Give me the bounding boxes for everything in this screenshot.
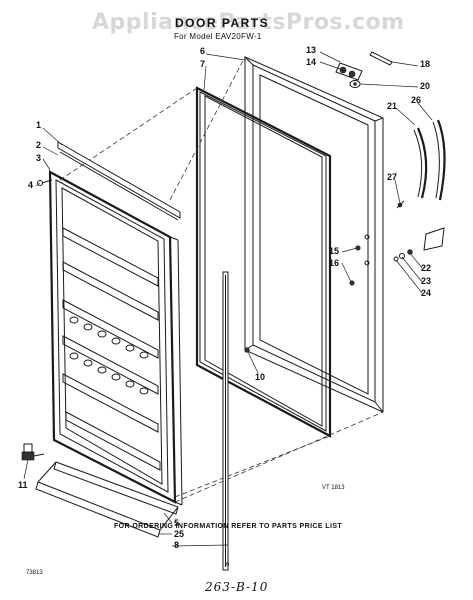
callout-24: 24 [421, 288, 432, 298]
watermark: AppliancePartsPros.com [92, 10, 405, 35]
callout-7: 7 [200, 59, 206, 69]
door-gasket [195, 86, 332, 438]
callout-4: 4 [28, 180, 34, 190]
callout-8: 8 [174, 540, 180, 550]
diagram-title: DOOR PARTS [175, 16, 270, 30]
callout-15: 15 [329, 246, 340, 256]
page-number: 6 [226, 562, 230, 568]
callout-26: 26 [411, 95, 422, 105]
door-shelves [62, 227, 161, 471]
callout-20: 20 [420, 81, 431, 91]
outer-door-panel [244, 56, 384, 413]
gasket-fastener [244, 347, 250, 353]
callout-27: 27 [387, 172, 398, 182]
model-subtitle: For Model EAV20FW-1 [174, 32, 262, 41]
callout-11: 11 [18, 480, 28, 490]
drawing-id: VT 1813 [322, 485, 345, 491]
upper-hinge-hardware [335, 51, 393, 88]
callout-16: 16 [329, 258, 340, 268]
inner-door-liner [48, 170, 183, 506]
callout-18: 18 [420, 59, 431, 69]
bottom-hinge-bracket [21, 443, 45, 461]
bottom-kick-plate [35, 461, 179, 538]
callout-leader-lines [23, 51, 433, 547]
callout-22: 22 [421, 263, 432, 273]
top-trim-strip [37, 141, 181, 221]
callout-13: 13 [306, 45, 317, 55]
callout-10: 10 [255, 372, 266, 382]
breaker-strip [222, 271, 229, 571]
door-handle-assembly [396, 119, 446, 209]
callout-23: 23 [421, 276, 432, 286]
callout-21: 21 [387, 101, 398, 111]
callout-3: 3 [36, 153, 42, 163]
callout-1: 1 [36, 120, 42, 130]
door-cups [69, 316, 149, 395]
handwritten-note: 263-B-10 [205, 580, 269, 594]
ordering-note: FOR ORDERING INFORMATION REFER TO PARTS … [114, 523, 343, 530]
lower-hinge-hardware [349, 227, 445, 286]
document-number: 73813 [26, 570, 43, 576]
assembly-guide-lines [59, 56, 384, 503]
callout-5: 5 [174, 518, 180, 528]
callout-2: 2 [36, 140, 42, 150]
callout-25: 25 [174, 529, 185, 539]
callout-14: 14 [306, 57, 317, 67]
callout-6: 6 [200, 46, 206, 56]
